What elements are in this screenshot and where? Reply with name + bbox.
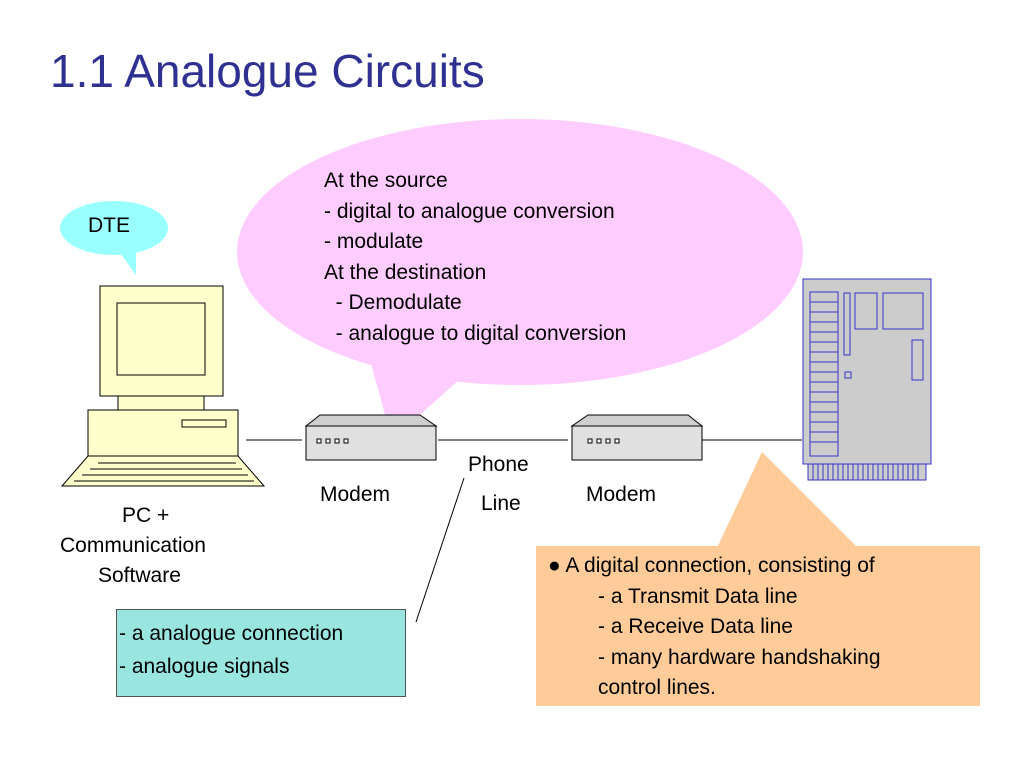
- digital-note-item: - a Receive Data line: [598, 615, 793, 638]
- mainframe-server-icon: [802, 278, 932, 481]
- modem-icon: [570, 414, 704, 461]
- pc-label-line: Communication: [60, 534, 206, 557]
- analogue-note-line: - a analogue connection: [119, 622, 344, 645]
- speech-bubble-text: At the source - digital to analogue conv…: [324, 166, 626, 349]
- pc-label-line: PC +: [122, 504, 170, 527]
- bubble-line: - Demodulate: [324, 291, 462, 314]
- dte-label: DTE: [88, 214, 130, 237]
- digital-note-box: ● A digital connection, consisting of - …: [536, 546, 980, 706]
- digital-note-item: - many hardware handshaking: [598, 645, 881, 669]
- analogue-note-line: - analogue signals: [119, 655, 290, 678]
- bubble-line: - digital to analogue conversion: [324, 199, 615, 223]
- bullet-icon: ●: [548, 554, 561, 577]
- bubble-line: At the destination: [324, 260, 487, 284]
- modem-left-label: Modem: [320, 483, 391, 506]
- digital-callout-pointer: [716, 452, 860, 550]
- phone-line-label: Line: [481, 492, 521, 515]
- analogue-note-box: - a analogue connection - analogue signa…: [116, 609, 406, 697]
- desktop-computer-icon: [60, 285, 266, 487]
- pc-label-line: Software: [98, 564, 181, 587]
- modem-icon: [304, 414, 438, 461]
- phone-line-label: Phone: [468, 453, 529, 476]
- connection-lines: [246, 439, 802, 623]
- digital-note-item: - a Transmit Data line: [598, 584, 798, 608]
- bubble-line: - modulate: [324, 230, 424, 253]
- dte-bubble: [60, 201, 168, 275]
- slide-title: 1.1 Analogue Circuits: [50, 45, 485, 97]
- bubble-line: - analogue to digital conversion: [324, 321, 627, 345]
- bubble-line: At the source: [324, 169, 448, 192]
- digital-note-heading: A digital connection, consisting of: [565, 554, 875, 577]
- modem-right-label: Modem: [586, 483, 657, 506]
- digital-note-item: control lines.: [598, 676, 716, 699]
